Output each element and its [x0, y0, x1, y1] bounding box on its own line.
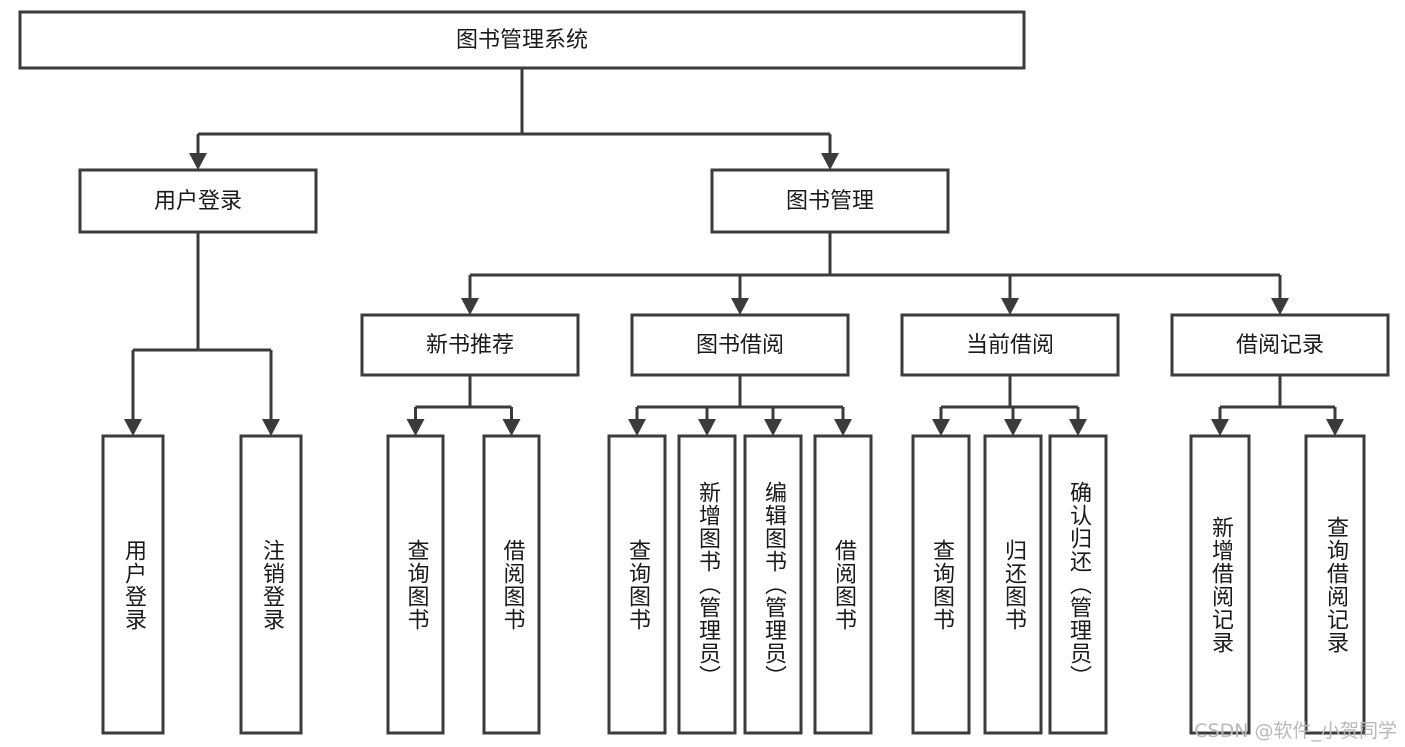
- node-box-leaf-logout[interactable]: [239, 434, 303, 735]
- node-box-book-borrow[interactable]: [630, 313, 850, 377]
- watermark-text: CSDN @软件_小贺同学: [1194, 720, 1397, 742]
- arrow-head-icon: [1069, 419, 1087, 436]
- node-box-leaf-query-book-borrow[interactable]: [607, 434, 667, 735]
- arrow-head-icon: [1326, 419, 1344, 436]
- arrow-head-icon: [189, 153, 207, 170]
- node-label-user-login: 用户登录: [154, 189, 242, 214]
- arrow-head-icon: [932, 419, 950, 436]
- arrow-head-icon: [628, 419, 646, 436]
- node-box-book-manage[interactable]: [710, 168, 950, 234]
- arrow-head-icon: [764, 419, 782, 436]
- node-label-root: 图书管理系统: [456, 28, 588, 53]
- node-box-root[interactable]: [18, 10, 1026, 70]
- node-box-leaf-return-book[interactable]: [983, 434, 1043, 735]
- arrow-head-icon: [698, 419, 716, 436]
- node-label-new-book-recommend: 新书推荐: [426, 333, 514, 358]
- arrow-head-icon: [1211, 419, 1229, 436]
- node-label-current-borrow: 当前借阅: [966, 333, 1054, 358]
- arrow-head-icon: [406, 419, 425, 436]
- node-box-leaf-edit-book[interactable]: [743, 434, 803, 735]
- node-box-leaf-add-book[interactable]: [677, 434, 737, 735]
- arrow-head-icon: [1004, 419, 1022, 436]
- arrow-head-icon: [821, 153, 839, 170]
- node-box-leaf-user-login[interactable]: [101, 434, 165, 735]
- boxes-layer: [18, 10, 1390, 735]
- arrow-head-icon: [262, 419, 280, 436]
- arrow-head-icon: [461, 298, 479, 315]
- node-box-new-book-recommend[interactable]: [360, 313, 580, 377]
- arrow-head-icon: [502, 419, 521, 436]
- arrow-head-icon: [731, 298, 749, 315]
- node-box-borrow-record[interactable]: [1170, 313, 1390, 377]
- node-box-leaf-add-borrow-record[interactable]: [1189, 434, 1251, 735]
- arrow-head-icon: [1001, 298, 1019, 315]
- node-box-leaf-confirm-return[interactable]: [1048, 434, 1108, 735]
- arrow-head-icon: [1271, 298, 1289, 315]
- node-box-user-login[interactable]: [78, 168, 318, 234]
- arrow-head-icon: [124, 419, 142, 436]
- connectors-layer: [124, 68, 1344, 436]
- node-box-leaf-borrow-book-rec[interactable]: [482, 434, 541, 735]
- node-label-book-manage: 图书管理: [786, 189, 874, 214]
- arrow-head-icon: [834, 419, 852, 436]
- node-box-leaf-query-book-current[interactable]: [911, 434, 971, 735]
- node-label-borrow-record: 借阅记录: [1236, 333, 1324, 358]
- node-box-current-borrow[interactable]: [900, 313, 1120, 377]
- node-box-leaf-query-borrow-record[interactable]: [1304, 434, 1366, 735]
- node-label-book-borrow: 图书借阅: [696, 333, 784, 358]
- node-box-leaf-query-book-rec[interactable]: [386, 434, 445, 735]
- node-box-leaf-borrow-book[interactable]: [813, 434, 873, 735]
